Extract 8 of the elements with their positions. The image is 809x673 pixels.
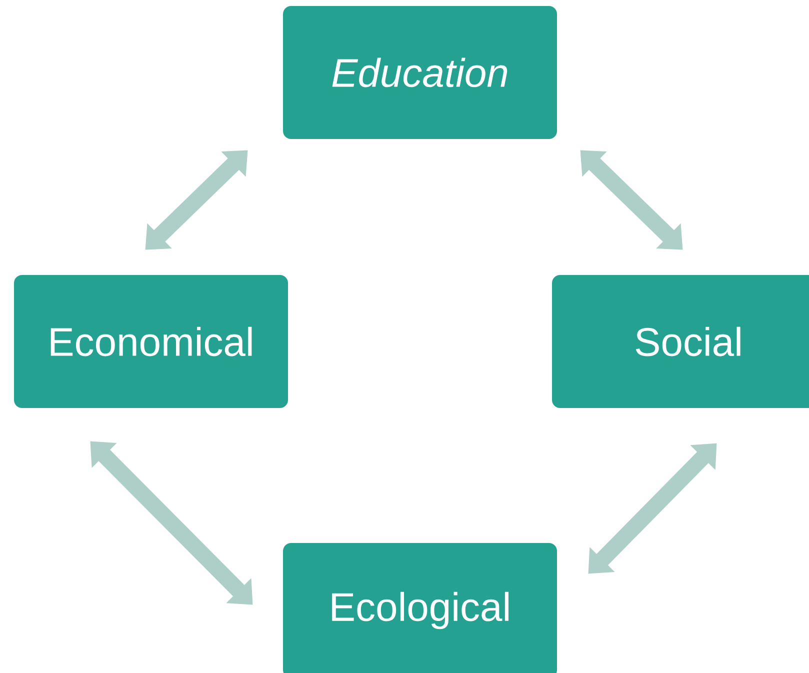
process-box: Ecological xyxy=(283,543,557,673)
process-box: Social xyxy=(552,275,809,408)
process-box: Education xyxy=(283,6,557,139)
double-arrow xyxy=(90,441,253,605)
double-arrow xyxy=(588,443,717,574)
double-arrow xyxy=(145,150,248,250)
double-arrow xyxy=(580,150,683,250)
process-box: Economical xyxy=(14,275,288,408)
